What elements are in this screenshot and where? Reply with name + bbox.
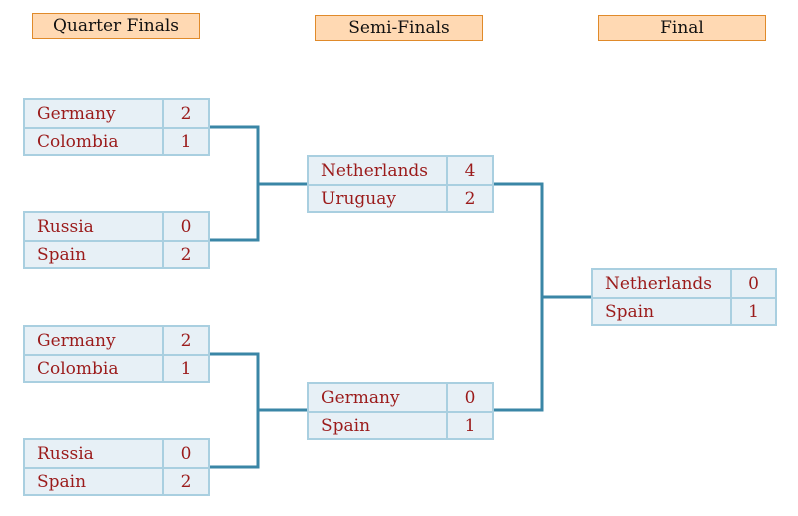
team-score: 2 (180, 244, 192, 265)
team-name: Spain (593, 299, 732, 324)
team-row: Spain 2 (25, 240, 208, 267)
team-name: Uruguay (309, 186, 448, 211)
team-name: Spain (25, 242, 164, 267)
team-row: Germany 0 (309, 384, 492, 411)
team-row: Colombia 1 (25, 354, 208, 381)
team-name: Colombia (25, 356, 164, 381)
team-row: Spain 1 (593, 297, 775, 324)
semi-final-match-1: Netherlands 4 Uruguay 2 (307, 155, 494, 213)
team-score: 1 (748, 301, 759, 322)
team-row: Russia 0 (25, 440, 208, 467)
connector-qf2-sf1 (210, 184, 260, 242)
team-score: 0 (464, 387, 476, 408)
quarter-final-match-3: Germany 2 Colombia 1 (23, 325, 210, 383)
quarter-final-match-2: Russia 0 Spain 2 (23, 211, 210, 269)
team-row: Uruguay 2 (309, 184, 492, 211)
team-row: Germany 2 (25, 100, 208, 127)
team-score: 2 (180, 103, 192, 124)
team-score: 0 (180, 216, 192, 237)
team-score: 1 (180, 358, 192, 379)
quarter-final-match-1: Germany 2 Colombia 1 (23, 98, 210, 156)
team-score: 2 (180, 471, 192, 492)
team-name: Netherlands (593, 270, 732, 297)
connector-sf1-final (493, 182, 591, 299)
team-score: 1 (180, 131, 192, 152)
final-match: Netherlands 0 Spain 1 (591, 268, 777, 326)
header-quarter-finals: Quarter Finals (32, 13, 200, 39)
team-row: Germany 2 (25, 327, 208, 354)
team-name: Colombia (25, 129, 164, 154)
team-name: Germany (25, 327, 164, 354)
team-score: 2 (464, 188, 476, 209)
team-score: 0 (748, 273, 759, 294)
header-final: Final (598, 15, 766, 41)
quarter-final-match-4: Russia 0 Spain 2 (23, 438, 210, 496)
connector-qf1-sf1 (210, 125, 307, 186)
team-score: 4 (464, 160, 476, 181)
team-name: Netherlands (309, 157, 448, 184)
team-name: Germany (25, 100, 164, 127)
team-row: Netherlands 4 (309, 157, 492, 184)
team-score: 1 (464, 415, 476, 436)
team-name: Russia (25, 213, 164, 240)
team-row: Netherlands 0 (593, 270, 775, 297)
header-semi-finals: Semi-Finals (315, 15, 483, 41)
semi-final-match-2: Germany 0 Spain 1 (307, 382, 494, 440)
connector-qf4-sf2 (210, 410, 260, 469)
team-score: 2 (180, 330, 192, 351)
team-row: Colombia 1 (25, 127, 208, 154)
team-name: Spain (25, 469, 164, 494)
team-row: Spain 1 (309, 411, 492, 438)
team-row: Spain 2 (25, 467, 208, 494)
team-name: Spain (309, 413, 448, 438)
connector-qf3-sf2 (210, 352, 307, 412)
team-score: 0 (180, 443, 192, 464)
team-row: Russia 0 (25, 213, 208, 240)
team-name: Germany (309, 384, 448, 411)
connector-sf2-final (493, 297, 544, 412)
team-name: Russia (25, 440, 164, 467)
